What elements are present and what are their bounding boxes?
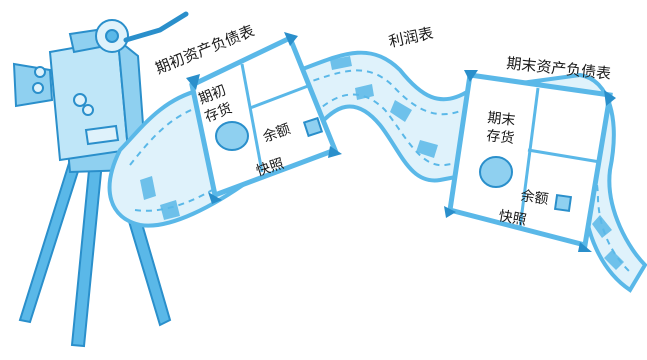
tripod-leg-left: [18, 158, 82, 324]
coin-icon: [479, 156, 513, 188]
label-closing-inventory-line1: 期末: [487, 110, 517, 129]
crank-handle: [123, 11, 189, 43]
label-closing-balance: 余额: [519, 187, 549, 208]
label-closing-inventory-line2: 存货: [486, 127, 516, 147]
frame-opening-snapshot: [186, 32, 342, 204]
coin-icon: [215, 121, 249, 151]
label-income-statement: 利润表: [387, 24, 435, 51]
label-closing-snapshot: 快照: [497, 208, 527, 229]
frame-closing-snapshot: [444, 70, 616, 252]
tripod-leg-middle: [70, 158, 104, 348]
